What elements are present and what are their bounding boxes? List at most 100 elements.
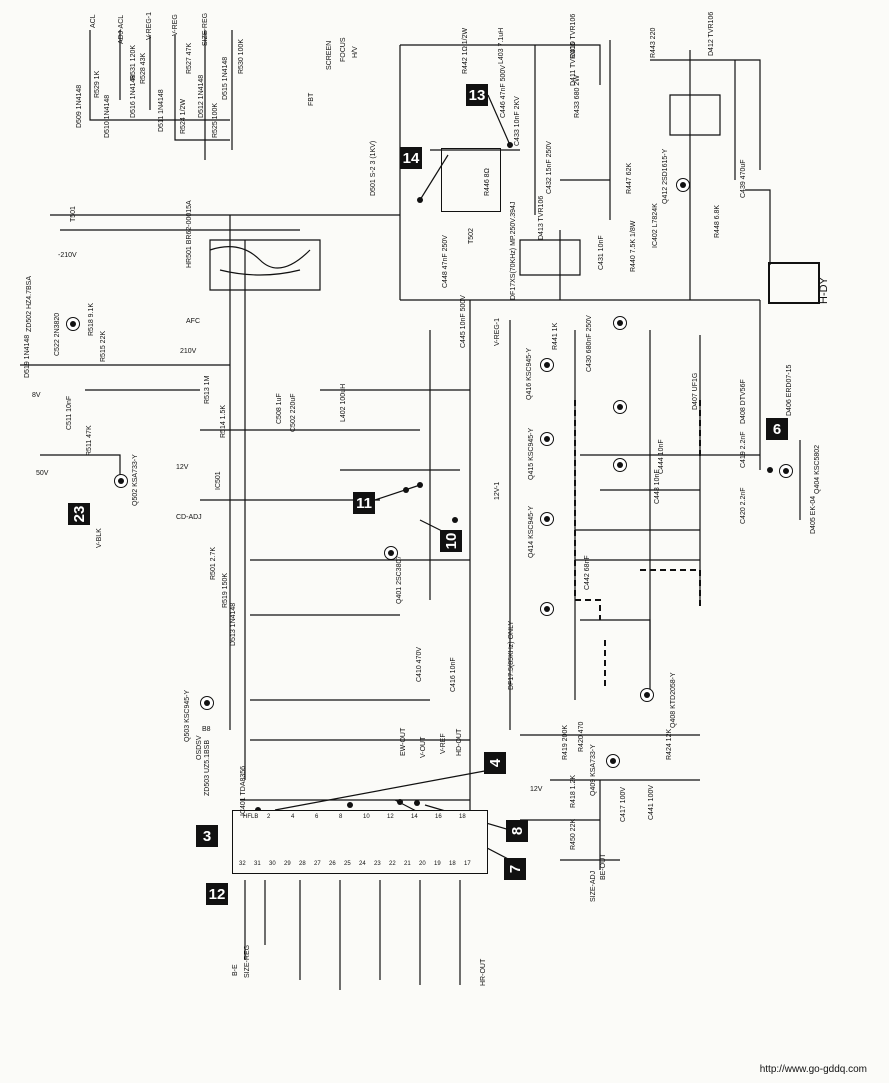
- ic-bottom-pin: 29: [284, 861, 291, 867]
- transistor-q404: [779, 464, 793, 478]
- marker-6: 6: [766, 418, 788, 440]
- label-c431: C431 10nF: [598, 235, 605, 270]
- ic401-label: IC401 TDA8356: [240, 765, 247, 816]
- label-q401: Q401 2SC3807: [396, 555, 403, 604]
- label-b8: B8: [202, 726, 211, 733]
- label-c439: C439 470uF: [740, 159, 747, 198]
- ic-top-pin: 14: [411, 814, 418, 820]
- label-acl: ACL: [90, 14, 97, 28]
- label-r524: R524 1/2W: [180, 98, 187, 134]
- label-r514: R514 1.5K: [220, 404, 227, 438]
- label-12v-bottom: 12V: [530, 786, 543, 793]
- marker-23: 23: [68, 503, 90, 525]
- transistor-q415: [540, 432, 554, 446]
- label-r446: R446 8Ω: [484, 168, 491, 196]
- label-r513: R513 1M: [204, 375, 211, 404]
- transistor-q420: [540, 602, 554, 616]
- ic-bottom-pin: 21: [404, 861, 411, 867]
- label-c445: C445 10nF 500V: [460, 295, 467, 348]
- label-d407: D407 UF1G: [692, 372, 699, 410]
- label-r518: R518 9.1K: [88, 302, 95, 336]
- label-d412: D412 TVR106: [708, 11, 715, 56]
- ic-bottom-pin: 24: [359, 861, 366, 867]
- label-d513: D513 1N4148: [230, 602, 237, 646]
- label-r418: R418 1.2K: [570, 774, 577, 808]
- label-d511: D511 1N4148: [158, 89, 165, 132]
- transistor-q411: [613, 316, 627, 330]
- label-d516: D516 1N4148: [130, 74, 137, 118]
- label-c420: C420 2.2nF: [740, 487, 747, 524]
- label-v-reg-1: V-REG-1: [146, 11, 153, 40]
- ic-bottom-pin: 19: [434, 861, 441, 867]
- label-ew-out: EW-OUT: [400, 727, 407, 756]
- label-b-e: B-E: [232, 964, 239, 976]
- label-r443: R443 220: [650, 27, 657, 58]
- transistor-q409: [606, 754, 620, 768]
- label-d411: D411 TVR106: [570, 42, 577, 86]
- label-c443: C443 10nF: [654, 469, 661, 504]
- label-r531: R531 120K: [130, 44, 137, 80]
- label-d519: D519 1N4148: [24, 334, 31, 378]
- label-c433: C433 10nF 2KV: [514, 96, 521, 146]
- label-v-ref: V-REF: [440, 733, 447, 754]
- transistor-q412: [676, 178, 690, 192]
- label-d406: D406 ERD07-15: [786, 364, 793, 416]
- transistor-q503: [200, 696, 214, 710]
- label-t501: T501: [70, 206, 77, 222]
- label-hr-out: HR-OUT: [480, 958, 487, 986]
- label-r447: R447 62K: [626, 162, 633, 194]
- label-df17-85: DF17.5(85KHz) ONLY: [508, 620, 515, 690]
- ic-bottom-pin: 20: [419, 861, 426, 867]
- label-c441: C441 100V: [648, 784, 655, 820]
- marker-4: 4: [484, 752, 506, 774]
- marker-3: 3: [196, 825, 218, 847]
- label-r450: R450 22K: [570, 818, 577, 850]
- label-d509: D509 1N4148: [76, 84, 83, 128]
- label-q416: Q416 KSC945-Y: [526, 347, 533, 400]
- label-r441: R441 1K: [552, 322, 559, 350]
- label-afc: AFC: [186, 318, 200, 325]
- label-r511: R511 47K: [86, 425, 93, 456]
- label-fbt: FBT: [308, 92, 315, 106]
- h-dy-connector: [768, 262, 820, 304]
- flyback-transformer-t502: [441, 148, 501, 212]
- label-v-reg-1-right: V-REG-1: [494, 317, 501, 346]
- transistor-q410: [613, 400, 627, 414]
- ic-bottom-pin: 22: [389, 861, 396, 867]
- label-12v: 12V: [176, 464, 189, 471]
- label-q409: Q409 KSA733-Y: [590, 744, 597, 796]
- ic-bottom-pin: 17: [464, 861, 471, 867]
- label-v-out: V-OUT: [420, 736, 427, 758]
- label-r528: R528 43K: [140, 52, 147, 84]
- label-c444: C444 10nF: [658, 439, 665, 474]
- ic-top-pin: 2: [267, 814, 271, 820]
- label-cd-adj: CD-ADJ: [176, 514, 202, 521]
- label-c446: C446 47nF 500V: [500, 65, 507, 118]
- label-v-blk: V-BLK: [96, 528, 103, 548]
- ic-top-pin: 18: [459, 814, 466, 820]
- marker-7: 7: [504, 858, 526, 880]
- ic-bottom-pin: 18: [449, 861, 456, 867]
- ic-top-pin: 16: [435, 814, 442, 820]
- label-screen: SCREEN: [326, 40, 333, 70]
- ic-bottom-pin: 25: [344, 861, 351, 867]
- label-ic501: IC501: [215, 471, 222, 490]
- ic-bottom-pin: 27: [314, 861, 321, 867]
- label-c442: C442 68nF: [584, 555, 591, 590]
- label-d405: D405 EK-04: [810, 495, 817, 534]
- marker-11: 11: [353, 492, 375, 514]
- transistor-q502: [114, 474, 128, 488]
- label-r527: R527 47K: [186, 42, 193, 74]
- ic-bottom-pin: 31: [254, 861, 261, 867]
- label-ic402: IC402 L7824K: [652, 203, 659, 248]
- ic-bottom-pin: 30: [269, 861, 276, 867]
- label-r448: R448 6.8K: [714, 204, 721, 238]
- transistor-q405: [613, 458, 627, 472]
- label-l402: L402 100uH: [340, 383, 347, 422]
- label-v-reg: V-REG: [172, 14, 179, 36]
- label-c432: C432 15nF 250V: [546, 141, 553, 194]
- label-focus: FOCUS: [340, 37, 347, 63]
